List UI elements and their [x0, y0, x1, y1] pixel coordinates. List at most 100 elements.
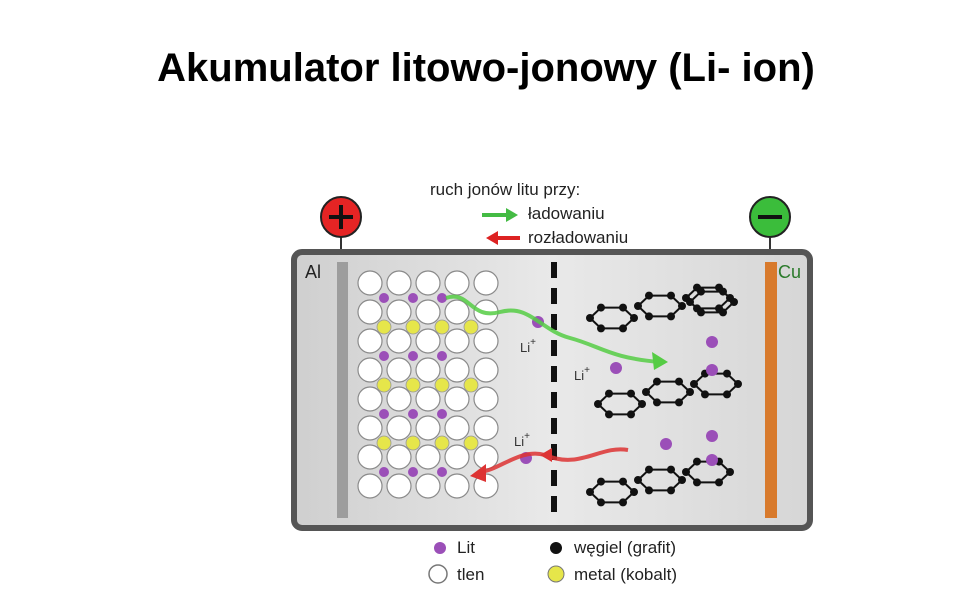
- charge-label: ładowaniu: [528, 204, 605, 223]
- lithium-ion: [610, 362, 622, 374]
- carbon-atom: [719, 308, 727, 317]
- carbon-atom: [630, 488, 638, 496]
- lithium-atom: [379, 351, 389, 361]
- slide-title: Akumulator litowo-jonowy (Li- ion): [157, 46, 815, 90]
- lithium-atom: [379, 293, 389, 303]
- positive-terminal: [320, 196, 362, 238]
- separator-dash: [551, 288, 557, 304]
- aluminium-collector: [337, 262, 348, 518]
- lithium-atom: [437, 351, 447, 361]
- carbon-atom: [619, 477, 627, 486]
- cobalt-atom: [434, 319, 450, 335]
- carbon-atom: [627, 410, 635, 419]
- oxygen-atom: [444, 444, 470, 470]
- charge-path-arrow: [445, 294, 661, 364]
- lithium-ion: [706, 364, 718, 376]
- oxygen-atom: [415, 270, 441, 296]
- carbon-atom: [605, 410, 613, 419]
- carbon-atom: [690, 380, 698, 388]
- carbon-atom: [630, 314, 638, 322]
- carbon-atom: [627, 389, 635, 398]
- carbon-atom: [638, 400, 646, 408]
- carbon-atom: [726, 468, 734, 476]
- carbon-atom: [715, 478, 723, 487]
- cobalt-atom: [463, 319, 479, 335]
- carbon-atom: [645, 486, 653, 495]
- oxygen-atom: [357, 270, 383, 296]
- oxygen-atom: [386, 415, 412, 441]
- cobalt-atom: [434, 377, 450, 393]
- separator: [551, 262, 557, 512]
- carbon-atom: [667, 291, 675, 300]
- carbon-atom: [597, 303, 605, 312]
- cobalt-atom: [376, 435, 392, 451]
- lithium-atom: [408, 409, 418, 419]
- carbon-atom: [619, 303, 627, 312]
- copper-label: Cu: [778, 262, 802, 282]
- separator-dash: [551, 366, 557, 382]
- oxygen-atom: [386, 328, 412, 354]
- carbon-atom: [597, 324, 605, 333]
- oxygen-atom: [357, 473, 383, 499]
- carbon-atom: [678, 302, 686, 310]
- carbon-atom: [597, 498, 605, 507]
- key-dot-oxygen: [428, 564, 448, 584]
- discharge-small-arrowhead: [540, 448, 552, 462]
- oxygen-atom: [444, 299, 470, 325]
- carbon-atom: [675, 398, 683, 407]
- cobalt-atom: [434, 435, 450, 451]
- carbon-atom: [693, 457, 701, 466]
- cathode-lattice: [357, 270, 499, 499]
- oxygen-atom: [415, 328, 441, 354]
- lithium-ion: [706, 336, 718, 348]
- carbon-atom: [667, 486, 675, 495]
- discharge-label: rozładowaniu: [528, 228, 629, 247]
- separator-dash: [551, 496, 557, 512]
- oxygen-atom: [415, 357, 441, 383]
- carbon-atom: [723, 369, 731, 378]
- oxygen-atom: [357, 386, 383, 412]
- oxygen-atom: [386, 444, 412, 470]
- lithium-atom: [379, 409, 389, 419]
- key-carbon-label: węgiel (grafit): [574, 538, 677, 557]
- ion-movement-heading: ruch jonów litu przy:: [430, 180, 581, 199]
- aluminium-label: Al: [305, 262, 322, 282]
- separator-dash: [551, 418, 557, 434]
- separator-dash: [551, 340, 557, 356]
- carbon-atom: [586, 488, 594, 496]
- oxygen-atom: [386, 473, 412, 499]
- carbon-atom: [667, 312, 675, 321]
- oxygen-atom: [357, 444, 383, 470]
- carbon-atom: [693, 478, 701, 487]
- oxygen-atom: [357, 357, 383, 383]
- separator-dash: [551, 444, 557, 460]
- oxygen-atom: [473, 386, 499, 412]
- oxygen-atom: [415, 299, 441, 325]
- oxygen-atom: [473, 270, 499, 296]
- oxygen-atom: [415, 473, 441, 499]
- key-dot-cobalt: [547, 565, 565, 583]
- carbon-atom: [667, 465, 675, 474]
- carbon-atom: [586, 314, 594, 322]
- carbon-atom: [634, 302, 642, 310]
- cobalt-atom: [405, 319, 421, 335]
- lithium-atom: [408, 351, 418, 361]
- oxygen-atom: [357, 415, 383, 441]
- cobalt-atom: [463, 435, 479, 451]
- lithium-ion: [706, 430, 718, 442]
- carbon-atom: [675, 377, 683, 386]
- carbon-atom: [701, 390, 709, 399]
- lithium-atom: [437, 467, 447, 477]
- key-dot-carbon: [550, 542, 562, 554]
- oxygen-atom: [473, 415, 499, 441]
- carbon-atom: [697, 308, 705, 317]
- cobalt-atom: [405, 435, 421, 451]
- oxygen-atom: [473, 328, 499, 354]
- carbon-atom: [597, 477, 605, 486]
- carbon-atom: [653, 398, 661, 407]
- lithium-ion: [660, 438, 672, 450]
- lithium-atom: [379, 467, 389, 477]
- oxygen-atom: [444, 357, 470, 383]
- oxygen-atom: [386, 357, 412, 383]
